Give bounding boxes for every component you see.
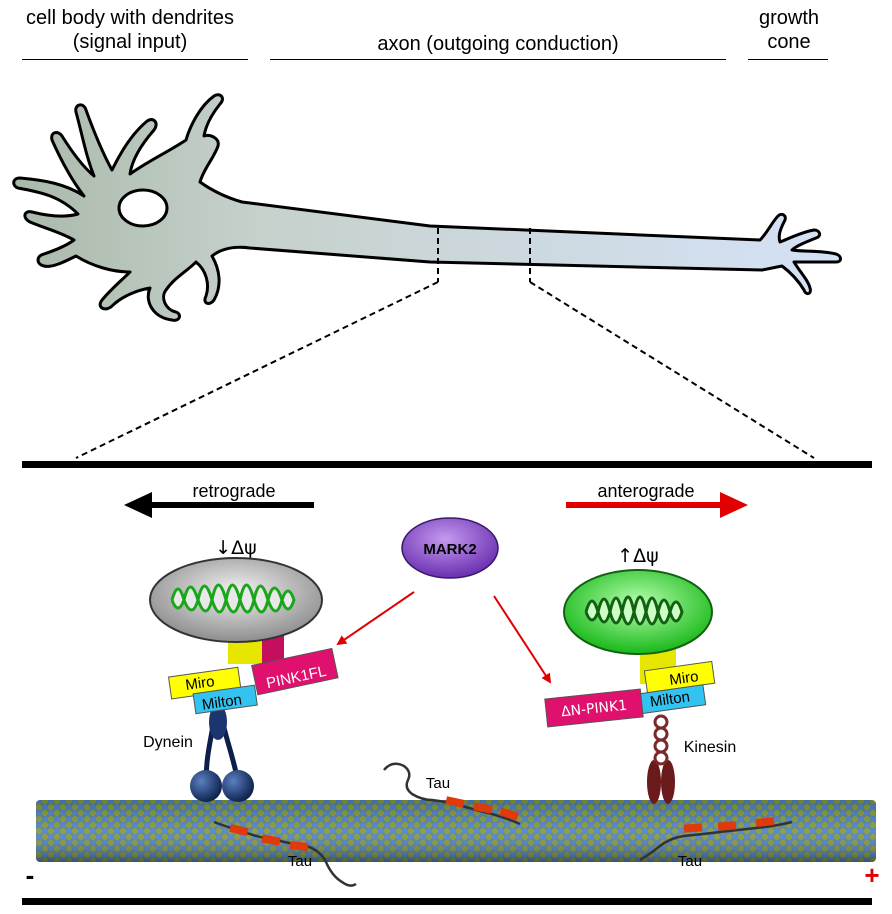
growth-cone-underline	[748, 59, 828, 60]
tau-label-top: Tau	[426, 775, 450, 792]
right-miro-label: Miro	[668, 668, 699, 689]
kinesin-label: Kinesin	[684, 739, 736, 756]
dynein-head-right	[222, 770, 254, 802]
growth-cone-label-line2: cone	[767, 31, 811, 53]
anterograde-label: anterograde	[597, 481, 694, 501]
tau-protein-left	[213, 820, 357, 887]
axon-underline	[270, 59, 726, 60]
cell-body-underline	[22, 59, 248, 60]
kinesin-foot-right	[661, 760, 675, 804]
right-potential-label: ↑Δψ	[617, 545, 658, 567]
cell-body-label-line2: (signal input)	[72, 31, 188, 53]
pink1fl-box	[251, 647, 339, 696]
zoom-right-line	[529, 281, 815, 459]
right-cargo: Miro Milton ΔN-PINK1 Kinesin	[544, 569, 736, 804]
dynein-head-left	[190, 770, 222, 802]
growth-cone-label: growth cone	[748, 6, 830, 54]
mark2-to-dn-pink1-arrow	[493, 595, 552, 684]
dn-pink1-label: ΔN-PINK1	[560, 698, 628, 721]
microtubule	[36, 800, 876, 862]
dn-pink1-box	[544, 688, 644, 728]
retrograde-arrow	[124, 492, 314, 518]
tau-label-right: Tau	[678, 853, 702, 870]
left-milton-label: Milton	[201, 691, 243, 713]
cell-nucleus	[117, 188, 169, 228]
left-potential-label: ↓Δψ	[215, 537, 256, 559]
dynein-neck	[209, 704, 227, 740]
right-milton-label: Milton	[649, 688, 691, 710]
neuron	[12, 93, 842, 459]
left-cargo: Miro Milton PINK1FL Dynein	[143, 557, 339, 802]
mark2-oval	[401, 517, 499, 579]
mark2-to-pink1fl-arrow	[336, 591, 415, 646]
tau-protein-right	[639, 817, 793, 862]
minus-end-label: -	[26, 860, 35, 890]
zoom-left-line	[75, 281, 439, 459]
zoom-top-bar	[22, 461, 872, 468]
kinesin-coil	[653, 714, 669, 766]
retrograde-label: retrograde	[192, 481, 275, 501]
tau-protein-top	[383, 762, 521, 826]
tau-label-left: Tau	[288, 853, 312, 870]
growth-cone-label-line1: growth	[758, 7, 820, 29]
plus-end-label: +	[864, 860, 879, 890]
dynein-label: Dynein	[143, 734, 193, 751]
left-milton-box	[192, 684, 258, 715]
neuron-outline	[12, 93, 842, 322]
cell-body-label: cell body with dendrites (signal input)	[10, 6, 250, 54]
anterograde-arrow	[566, 492, 748, 518]
zoom-bottom-bar	[22, 898, 872, 905]
cell-body-label-line1: cell body with dendrites	[26, 7, 234, 29]
axon-label: axon (outgoing conduction)	[377, 33, 619, 55]
mark2-label: MARK2	[423, 541, 476, 558]
left-miro-label: Miro	[184, 673, 215, 694]
kinesin-foot-left	[647, 760, 661, 804]
